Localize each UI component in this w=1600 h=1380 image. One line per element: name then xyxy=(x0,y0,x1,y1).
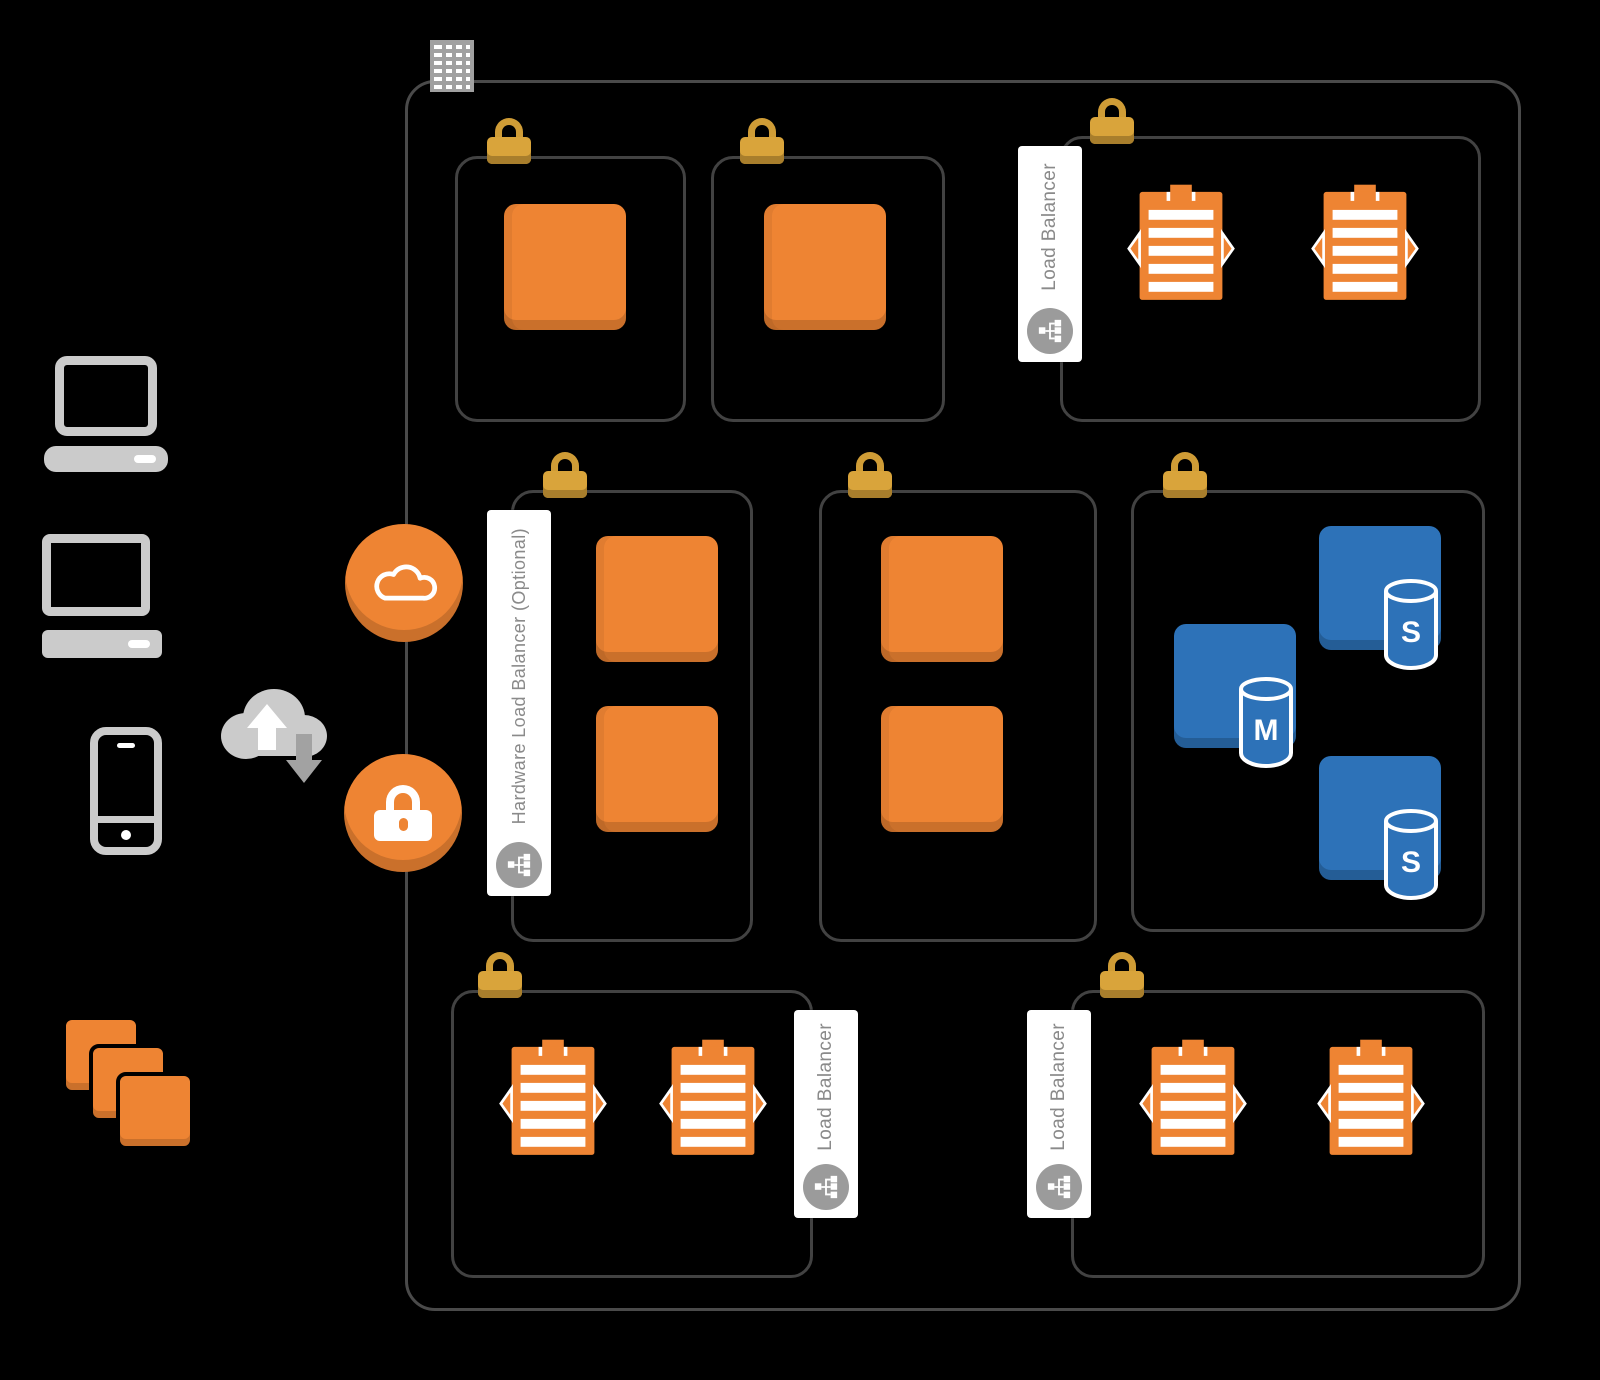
phone-bar xyxy=(98,816,154,823)
ec2-instance-icon xyxy=(764,204,886,330)
load-balancer-label-strip: Load Balancer xyxy=(794,1010,858,1218)
upload-arrow xyxy=(247,704,287,750)
subnet-bottom-right xyxy=(1071,990,1485,1278)
striped-instance-icon xyxy=(1311,184,1419,300)
laptop-screen xyxy=(55,356,157,436)
monitor-screen xyxy=(42,534,150,616)
db-master-cylinder: M xyxy=(1239,677,1293,768)
load-balancer-label: Load Balancer xyxy=(815,1023,836,1151)
load-balancer-node-icon xyxy=(803,1164,849,1210)
security-padlock-icon xyxy=(1162,452,1208,498)
load-balancer-node-icon xyxy=(1036,1164,1082,1210)
security-padlock-icon xyxy=(847,452,893,498)
phone-home-button xyxy=(121,830,131,840)
security-padlock-icon xyxy=(477,952,523,998)
load-balancer-label: Load Balancer xyxy=(1039,163,1060,291)
striped-instance-icon xyxy=(659,1039,767,1155)
laptop-slit xyxy=(134,455,156,463)
striped-instance-icon xyxy=(1317,1039,1425,1155)
laptop-base xyxy=(44,446,168,472)
security-padlock-icon xyxy=(486,118,532,164)
load-balancer-node-icon xyxy=(496,842,542,888)
ec2-instance-icon xyxy=(596,536,718,662)
striped-instance-icon xyxy=(1139,1039,1247,1155)
db-replica-cylinder: S xyxy=(1384,809,1438,900)
db-replica-cylinder: S xyxy=(1384,579,1438,670)
cloud-glyph xyxy=(374,564,438,601)
security-padlock-icon xyxy=(739,118,785,164)
white-padlock-glyph xyxy=(374,785,432,841)
striped-instance-icon xyxy=(1127,184,1235,300)
subnet-top-right xyxy=(1060,136,1481,422)
lock-circle-icon xyxy=(344,754,462,872)
ec2-instance-icon xyxy=(596,706,718,832)
hardware-load-balancer-label: Hardware Load Balancer (Optional) xyxy=(508,527,529,825)
security-padlock-icon xyxy=(542,452,588,498)
hardware-load-balancer-strip: Hardware Load Balancer (Optional) xyxy=(487,510,551,896)
download-arrow xyxy=(286,734,322,783)
monitor-slit xyxy=(128,640,150,648)
load-balancer-label-strip: Load Balancer xyxy=(1027,1010,1091,1218)
ec2-instance-icon xyxy=(504,204,626,330)
db-replica-letter: S xyxy=(1401,616,1421,649)
ec2-instance-icon xyxy=(881,536,1003,662)
mobile-phone-icon xyxy=(90,727,162,855)
datacenter-building-icon xyxy=(430,40,474,92)
load-balancer-label-strip: Load Balancer xyxy=(1018,146,1082,362)
load-balancer-node-icon xyxy=(1027,308,1073,354)
stack-square-3 xyxy=(116,1072,194,1150)
cloud-circle-icon xyxy=(345,524,463,642)
db-replica-letter: S xyxy=(1401,846,1421,879)
load-balancer-label: Load Balancer xyxy=(1048,1023,1069,1151)
db-master-letter: M xyxy=(1254,714,1279,747)
striped-instance-icon xyxy=(499,1039,607,1155)
security-padlock-icon xyxy=(1089,98,1135,144)
ec2-instance-icon xyxy=(881,706,1003,832)
phone-speaker xyxy=(117,743,135,748)
monitor-base xyxy=(42,630,162,658)
security-padlock-icon xyxy=(1099,952,1145,998)
internet-cloud-icon xyxy=(221,689,327,783)
